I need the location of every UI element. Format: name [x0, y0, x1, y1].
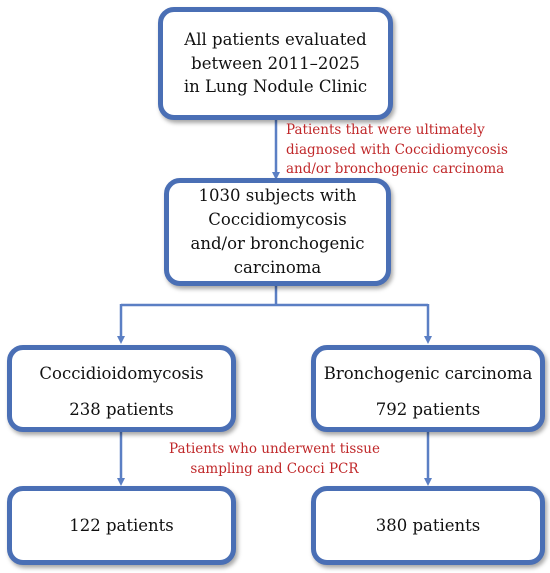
annotation-tissue-sampling-line-2: sampling and Cocci PCR: [190, 460, 359, 477]
annotation-diagnosed-line-3: and/or bronchogenic carcinoma: [286, 161, 505, 178]
box-coccidioidomycosis-title: Coccidioidomycosis: [39, 364, 204, 383]
box-all-patients-line-3: in Lung Nodule Clinic: [183, 77, 368, 97]
box-subjects-line-1: 1030 subjects with: [198, 186, 357, 206]
box-all-patients-line-2: between 2011–2025: [191, 53, 360, 73]
box-subjects-line-2: Coccidiomycosis: [208, 210, 347, 230]
box-coccidioidomycosis: Coccidioidomycosis 238 patients: [7, 345, 236, 432]
box-bronchogenic-carcinoma-title: Bronchogenic carcinoma: [323, 364, 533, 383]
annotation-diagnosed-line-1: Patients that were ultimately: [286, 122, 485, 138]
annotation-tissue-sampling: Patients who underwent tissue sampling a…: [169, 440, 380, 479]
box-all-patients: All patients evaluated between 2011–2025…: [158, 7, 393, 120]
annotation-diagnosed-line-2: diagnosed with Coccidiomycosis: [286, 141, 508, 158]
box-bottom-left-count: 122 patients: [69, 515, 174, 535]
box-bottom-right: 380 patients: [311, 486, 545, 565]
annotation-tissue-sampling-line-1: Patients who underwent tissue: [169, 441, 380, 457]
box-coccidioidomycosis-count: 238 patients: [69, 400, 174, 419]
box-subjects-line-3: and/or bronchogenic: [190, 234, 365, 253]
box-all-patients-line-1: All patients evaluated: [184, 29, 367, 49]
box-bronchogenic-carcinoma-count: 792 patients: [375, 400, 481, 419]
box-subjects-line-4: carcinoma: [233, 257, 322, 277]
annotation-diagnosed: Patients that were ultimately diagnosed …: [286, 121, 508, 180]
box-bottom-left: 122 patients: [7, 486, 236, 565]
box-bronchogenic-carcinoma: Bronchogenic carcinoma 792 patients: [311, 345, 545, 432]
box-subjects: 1030 subjects with Coccidiomycosis and/o…: [164, 178, 391, 286]
box-bottom-right-count: 380 patients: [375, 515, 481, 535]
